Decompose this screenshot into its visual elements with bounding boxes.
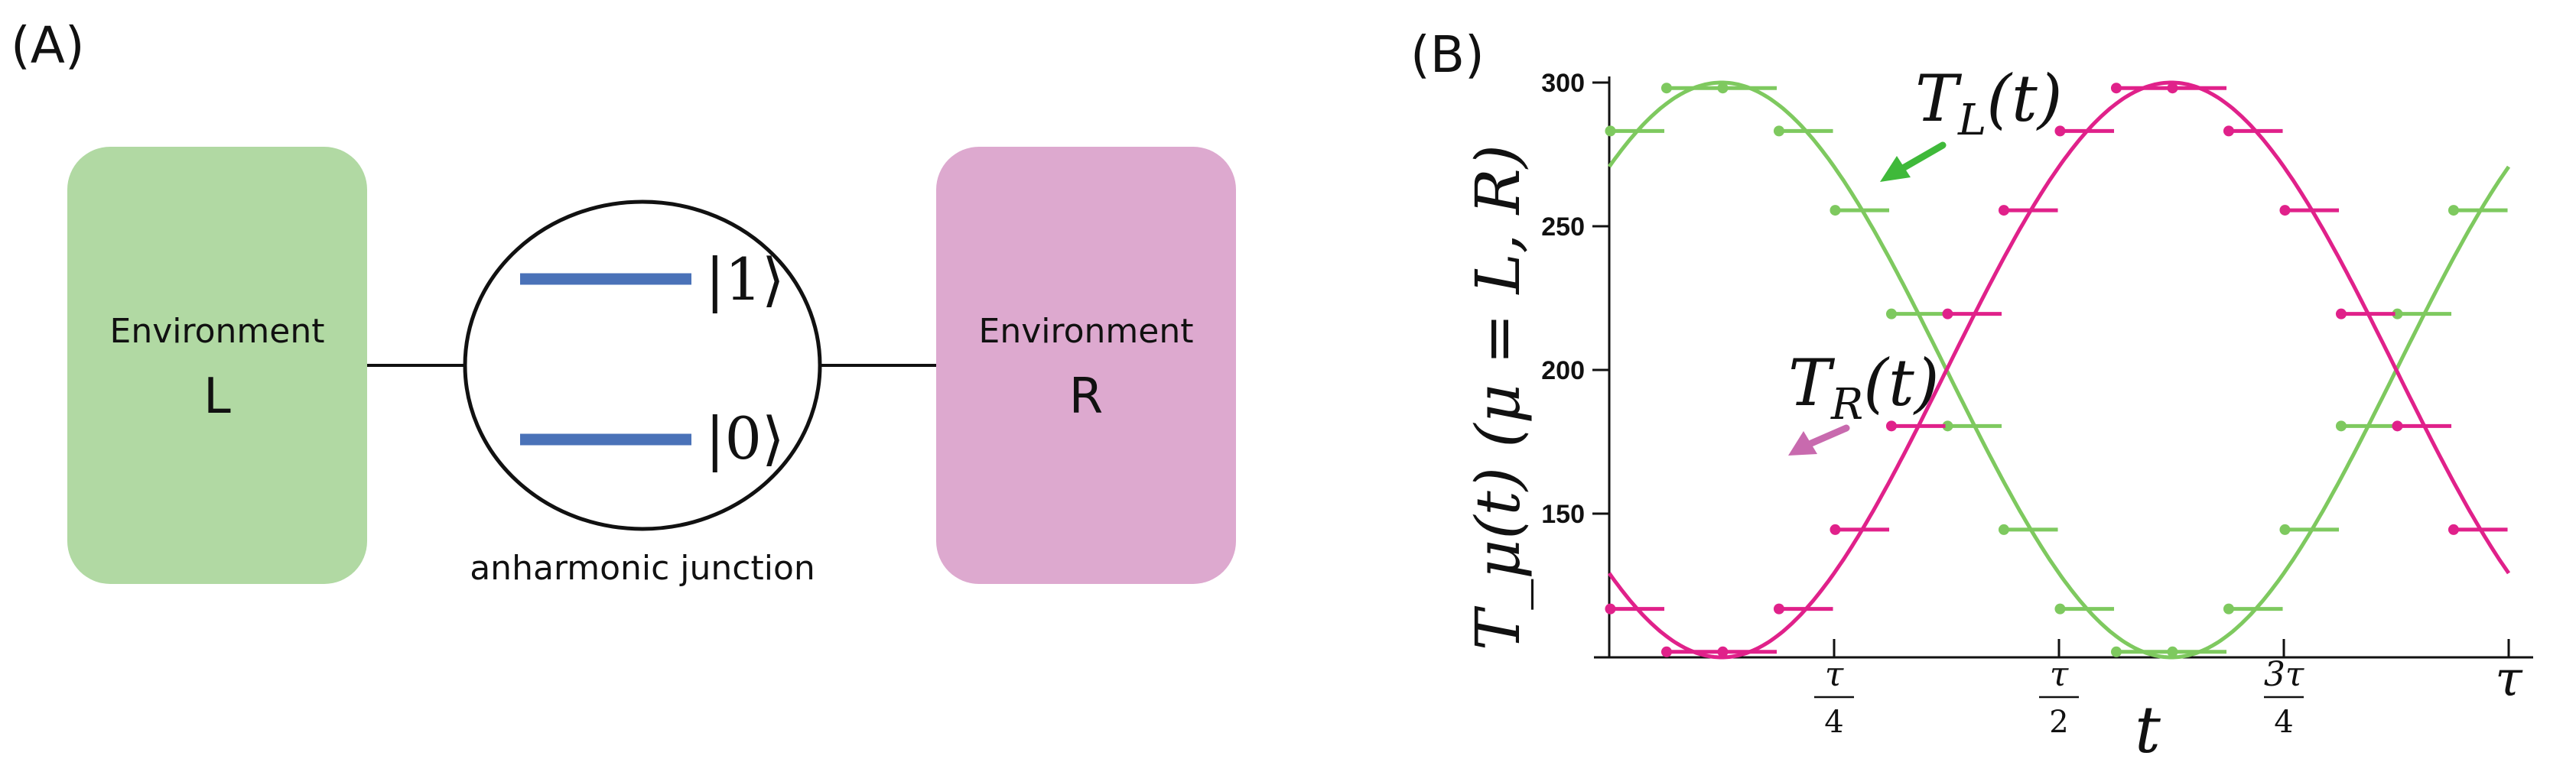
panel-b: (B) 150 200 250 300 τ 4 τ 2 3τ 4 τ T_μ(t) (μ = L,…	[1410, 25, 2533, 767]
step-point	[2054, 603, 2066, 615]
x-axis-label: t	[2135, 693, 2161, 767]
y-tick-label: 150	[1541, 500, 1585, 529]
step-point	[1885, 308, 1897, 320]
step-point	[2110, 646, 2122, 657]
y-axis-label: T_μ(t) (μ = L, R)	[1462, 144, 1534, 650]
environment-r-line1: Environment	[979, 312, 1194, 351]
series-curve	[1607, 80, 2511, 660]
x-tick-numerator: τ	[1825, 655, 1844, 694]
step-point	[1605, 603, 1616, 615]
series-layer	[1605, 80, 2511, 660]
step-point	[2392, 308, 2403, 320]
series-tl-main: T	[1915, 61, 1963, 136]
panel-a-label: (A)	[11, 16, 85, 75]
x-ticks: τ 4 τ 2 3τ 4 τ	[1814, 639, 2523, 740]
step-point	[2335, 308, 2347, 320]
step-point	[2448, 524, 2459, 535]
x-tick-denominator: 2	[2049, 705, 2068, 740]
svg-text:TR(t): TR(t)	[1788, 345, 1940, 430]
y-ticks: 150 200 250 300	[1541, 69, 1609, 529]
y-tick-label: 300	[1541, 69, 1585, 98]
series-tr-main: T	[1788, 345, 1836, 420]
series-label-tl: TL(t)	[1915, 61, 2063, 145]
x-tick-numerator: τ	[2050, 655, 2069, 694]
step-point	[1773, 125, 1784, 137]
step-point	[2223, 603, 2234, 615]
step-point	[1942, 420, 1953, 432]
series-tl-sub: L	[1957, 96, 1986, 145]
series-tr	[1605, 80, 2511, 660]
environment-r-line2: R	[1069, 368, 1103, 425]
step-point	[1660, 83, 1672, 94]
step-point	[1660, 646, 1672, 657]
environment-l-box	[67, 147, 367, 584]
y-tick-label: 200	[1541, 356, 1585, 385]
x-tick-numerator: 3τ	[2264, 655, 2304, 694]
series-label-tr: TR(t)	[1788, 345, 1940, 430]
step-point	[1605, 125, 1616, 137]
step-point	[1717, 646, 1729, 657]
series-curve	[1607, 80, 2511, 660]
series-tl	[1605, 80, 2511, 660]
step-point	[2448, 205, 2459, 216]
y-axis-label-text: T_μ(t) (μ = L, R)	[1462, 144, 1534, 650]
step-point	[2167, 646, 2178, 657]
step-point	[1885, 420, 1897, 432]
panel-a: (A) Environment L Environment R |1⟩ |0⟩ …	[11, 16, 1236, 588]
step-point	[1998, 205, 2009, 216]
step-point	[2279, 524, 2291, 535]
ket-0-label: |0⟩	[705, 404, 785, 472]
step-point	[1942, 308, 1953, 320]
arrow-tr	[1788, 424, 1850, 456]
step-point	[2279, 205, 2291, 216]
step-point	[2167, 83, 2178, 94]
arrow-tl	[1880, 141, 1947, 182]
panel-b-label: (B)	[1410, 25, 1485, 84]
x-tick-label: τ	[2495, 651, 2523, 708]
step-point	[1773, 603, 1784, 615]
environment-r-box	[936, 147, 1236, 584]
x-tick-denominator: 4	[2274, 705, 2293, 740]
x-tick-denominator: 4	[1824, 705, 1843, 740]
svg-text:TL(t): TL(t)	[1915, 61, 2063, 145]
step-point	[2223, 125, 2234, 137]
step-point	[2054, 125, 2066, 137]
step-point	[2392, 420, 2403, 432]
environment-l-line1: Environment	[110, 312, 325, 351]
environment-l-line2: L	[203, 368, 231, 425]
step-point	[2110, 83, 2122, 94]
step-point	[2335, 420, 2347, 432]
series-tl-arg: (t)	[1986, 61, 2062, 136]
junction-caption: anharmonic junction	[470, 549, 815, 588]
series-tr-sub: R	[1830, 380, 1863, 430]
series-tr-arg: (t)	[1863, 345, 1939, 420]
step-point	[1830, 205, 1841, 216]
step-point	[1717, 83, 1729, 94]
y-tick-label: 250	[1541, 212, 1585, 242]
step-point	[1998, 524, 2009, 535]
step-point	[1830, 524, 1841, 535]
ket-1-label: |1⟩	[705, 245, 785, 313]
